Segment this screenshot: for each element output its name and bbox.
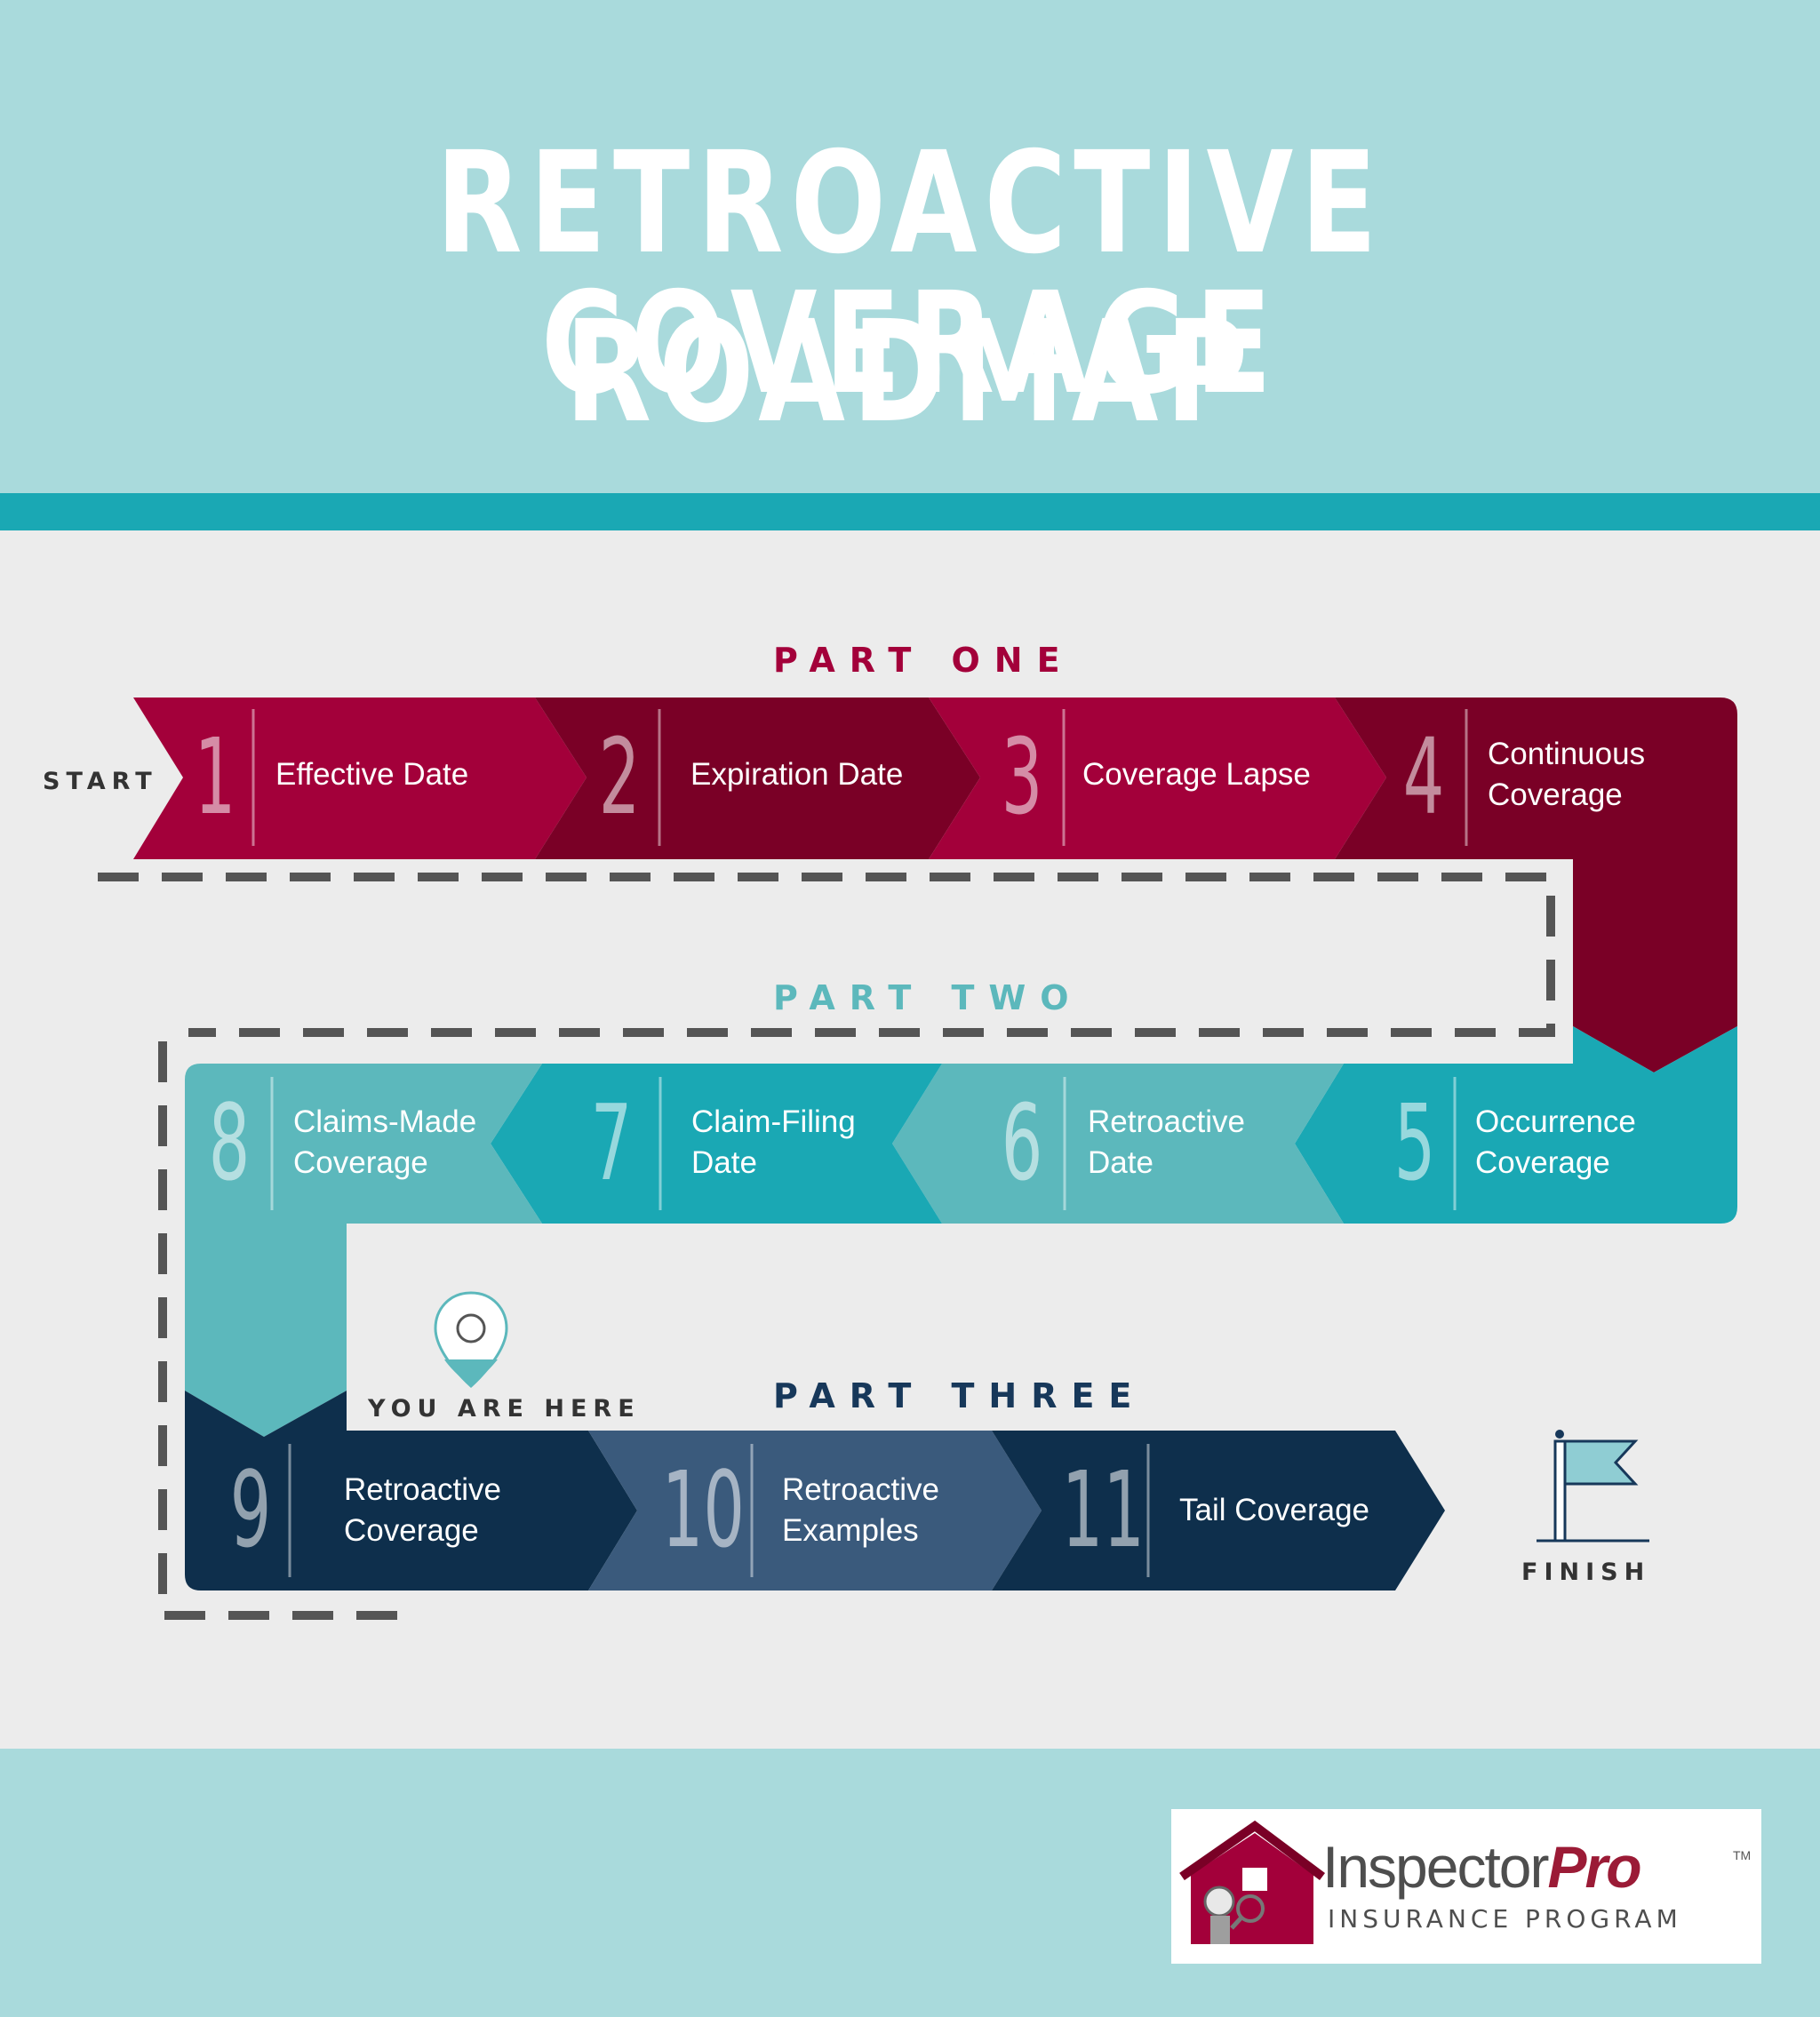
step-5-block <box>1295 1026 1737 1224</box>
step-1-chevron <box>133 698 587 859</box>
step-11-label: Tail Coverage <box>1179 1493 1369 1527</box>
step-9-number: 9 <box>229 1448 272 1571</box>
finish-label: FINISH <box>1521 1559 1651 1586</box>
logo-name-light: Inspector <box>1322 1834 1549 1900</box>
path-segment-row1 <box>98 873 1555 1037</box>
step-4-label: Continuous Coverage <box>1488 737 1646 812</box>
path-segment-left <box>158 1041 400 1620</box>
step-4-turn-block <box>1335 698 1737 1072</box>
page-title-line-1: RETROACTIVE COVERAGE <box>435 122 1385 426</box>
step-3-number: 3 <box>1001 715 1043 838</box>
step-9-label: Retroactive Coverage <box>344 1472 502 1548</box>
step-9-block <box>185 1391 637 1590</box>
step-2-label: Expiration Date <box>690 757 904 792</box>
step-8-number: 8 <box>208 1081 251 1204</box>
step-5-number: 5 <box>1393 1081 1436 1204</box>
step-6-chevron <box>892 1064 1344 1224</box>
step-6-label: Retroactive Date <box>1088 1104 1246 1180</box>
part-three-label: PART THREE <box>773 1376 1146 1415</box>
finish-flag-icon <box>1537 1430 1649 1543</box>
step-10-chevron <box>588 1431 1042 1590</box>
location-pin-icon <box>434 1291 508 1388</box>
step-10-label: Retroactive Examples <box>782 1472 940 1548</box>
logo-wordmark: InspectorPro <box>1322 1838 1642 1896</box>
step-3-chevron <box>929 698 1386 859</box>
page-title-line-2: ROADMAP <box>564 291 1256 454</box>
logo-subtitle: INSURANCE PROGRAM <box>1328 1904 1682 1933</box>
step-1-label: Effective Date <box>275 757 469 792</box>
step-8-label: Claims-Made Coverage <box>293 1104 477 1180</box>
step-4-number: 4 <box>1402 715 1445 838</box>
logo-trademark: TM <box>1733 1848 1752 1862</box>
step-11-chevron <box>992 1431 1445 1590</box>
step-5-label: Occurrence Coverage <box>1475 1104 1636 1180</box>
you-are-here-label: YOU ARE HERE <box>368 1395 641 1423</box>
part-two-label: PART TWO <box>773 978 1083 1017</box>
header-divider-bar <box>0 493 1820 530</box>
step-7-number: 7 <box>590 1081 633 1204</box>
start-label: START <box>43 768 158 795</box>
step-1-number: 1 <box>194 715 236 838</box>
step-2-chevron <box>535 698 980 859</box>
step-8-turn-block <box>185 1064 542 1437</box>
step-7-label: Claim-Filing Date <box>691 1104 856 1180</box>
step-2-number: 2 <box>598 715 641 838</box>
step-6-number: 6 <box>1001 1081 1043 1204</box>
step-dividers <box>251 709 1468 1577</box>
house-magnifier-icon <box>1179 1820 1325 1944</box>
header-banner <box>0 0 1820 493</box>
step-3-label: Coverage Lapse <box>1082 757 1311 792</box>
logo-name-bold: Pro <box>1547 1834 1641 1900</box>
dashed-road-path <box>98 873 1555 1620</box>
step-7-chevron <box>491 1064 942 1224</box>
part-one-label: PART ONE <box>773 641 1074 680</box>
